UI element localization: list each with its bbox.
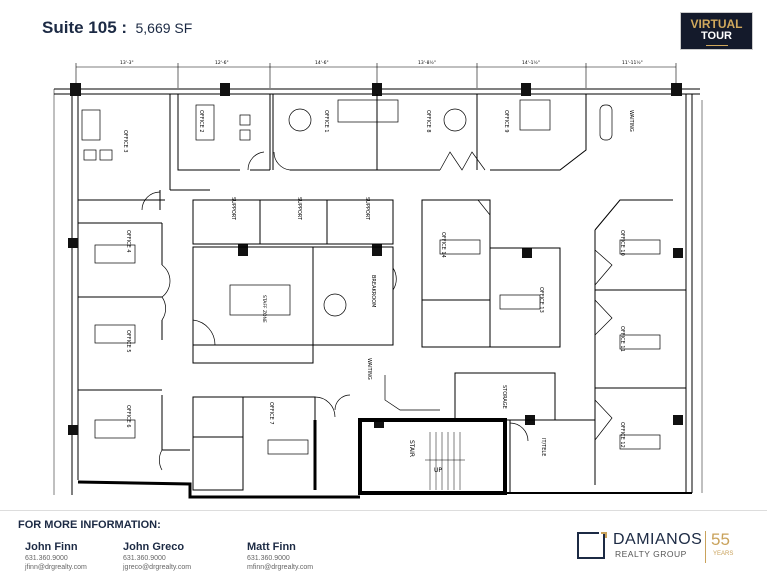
room-label-support-3: SUPPORT [364,197,370,221]
contact-card: John Finn 631.360.9000 jfinn@drgrealty.c… [25,541,87,572]
room-label-office-8: OFFICE 8 [425,110,431,133]
room-label-office-10: OFFICE 10 [619,230,625,256]
room-label-office-3: OFFICE 3 [122,130,128,153]
suite-number: Suite 105 : [42,18,128,37]
room-labels: OFFICE 3 OFFICE 2 OFFICE 1 OFFICE 8 OFFI… [122,110,634,474]
furniture [81,99,661,455]
footer-divider [0,510,767,511]
room-label-waiting-top: WAITING [628,110,634,132]
page-title: Suite 105 : 5,669 SF [42,18,192,38]
contact-phone[interactable]: 631.360.9000 [247,555,290,562]
virtual-tour-button[interactable]: VIRTUAL TOUR [680,12,753,50]
damianos-logo: DAMIANOS REALTY GROUP 55 YEARS [577,529,747,565]
structural-columns [68,83,683,435]
contact-name: John Greco [123,541,185,553]
virtual-tour-underline [705,45,728,46]
contact-card: Matt Finn 631.360.9000 mfinn@drgrealty.c… [247,541,313,572]
dimension-labels: 13'-3" 12'-6" 14'-6" 13'-8½" 14'-1½" 11'… [120,59,643,66]
suite-area: 5,669 SF [135,20,193,36]
room-label-office-13: OFFICE 13 [538,287,544,313]
dimension-line-top [75,63,677,88]
virtual-tour-line2: TOUR [701,30,732,42]
room-label-support-1: SUPPORT [230,197,236,221]
contact-email[interactable]: mfinn@drgrealty.com [247,564,314,571]
room-label-stair: STAIR [408,440,415,457]
contact-name: Matt Finn [247,541,296,553]
logo-mark-inner [599,532,605,559]
room-label-office-12: OFFICE 12 [619,422,625,448]
dim-label: 13'-8½" [418,59,436,66]
interior-walls [78,94,686,495]
room-label-office-1: OFFICE 1 [323,110,329,133]
dim-label: 11'-11½" [622,59,643,66]
dim-label: 13'-3" [120,60,134,66]
logo-mark [577,532,599,559]
footer-heading: FOR MORE INFORMATION: [18,519,161,531]
contact-phone[interactable]: 631.360.9000 [123,555,166,562]
room-label-office-5: OFFICE 5 [125,330,131,353]
logo-years-label: YEARS [713,551,734,557]
room-label-breakroom: BREAKROOM [370,275,376,307]
room-label-staff-zone: STAFF ZONE [261,295,267,323]
room-label-office-14: OFFICE 14 [440,232,446,258]
contact-phone[interactable]: 631.360.9000 [25,555,68,562]
logo-years-number: 55 [711,530,730,549]
room-label-office-4: OFFICE 4 [125,230,131,253]
virtual-tour-line1: VIRTUAL [690,17,743,31]
room-label-office-6: OFFICE 6 [125,405,131,428]
room-label-storage: STORAGE [501,385,507,409]
room-label-office-9: OFFICE 9 [503,110,509,133]
room-label-office-11: OFFICE 11 [619,326,625,352]
dim-label: 14'-1½" [522,59,540,66]
logo-subtitle: REALTY GROUP [615,549,687,559]
stair-treads [425,432,465,490]
logo-divider [705,531,706,563]
room-label-it-tele: IT/TELE [540,438,546,456]
contact-card: John Greco 631.360.9000 jgreco@drgrealty… [123,541,191,572]
room-label-waiting-mid: WAITING [366,358,372,380]
logo-name: DAMIANOS [613,531,703,548]
room-label-office-7: OFFICE 7 [268,402,274,425]
contact-email[interactable]: jfinn@drgrealty.com [25,564,87,571]
room-label-office-2: OFFICE 2 [198,110,204,133]
door-swings [141,151,613,471]
contact-name: John Finn [25,541,78,553]
contact-email[interactable]: jgreco@drgrealty.com [123,564,192,571]
exterior-walls [53,88,703,499]
room-label-up: UP [434,467,442,474]
dim-label: 12'-6" [215,60,229,66]
logo-mark-accent [601,532,607,538]
room-label-support-2: SUPPORT [296,197,302,221]
dim-label: 14'-6" [315,60,329,66]
